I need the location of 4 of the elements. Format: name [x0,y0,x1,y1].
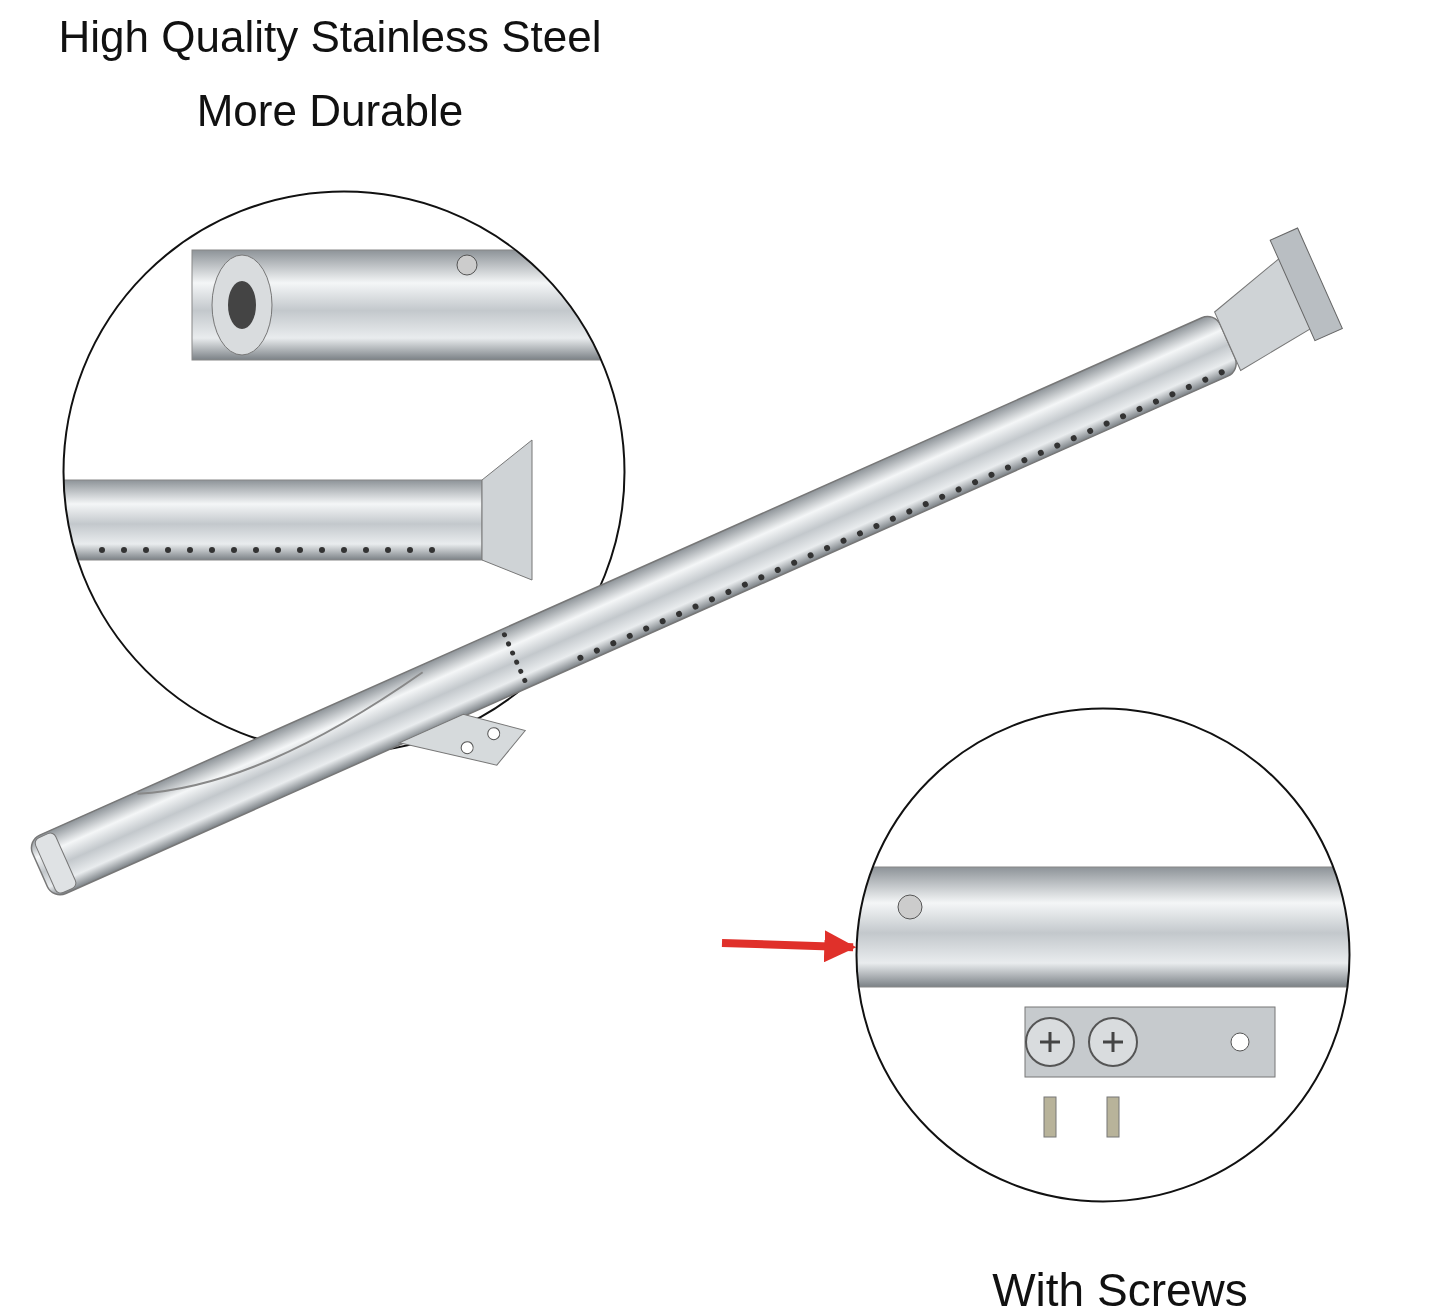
magnified-detail-drawing [855,707,1351,1203]
arrow [721,930,857,963]
caption-text: With Screws [991,1263,1249,1314]
heading: High Quality Stainless Steel More Durable [57,11,603,137]
